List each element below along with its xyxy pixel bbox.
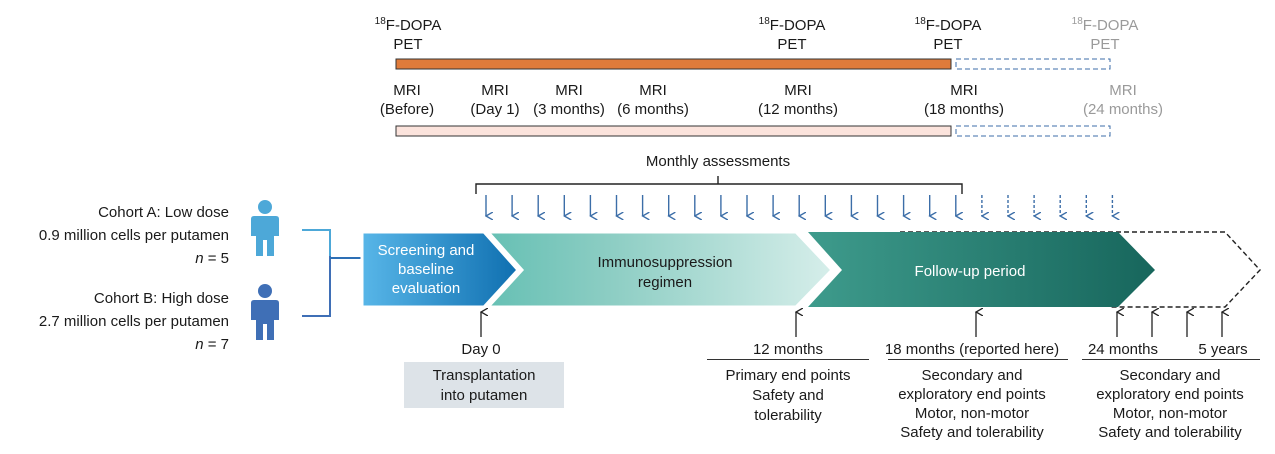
assessments-brace: [475, 176, 963, 194]
assessment-arrows: [486, 195, 1112, 216]
followup-phase-label: Follow-up period: [914, 263, 1026, 280]
mri-label-6-months: MRI(6 months): [617, 82, 689, 118]
followup-phase-arrow: [808, 232, 1155, 307]
mri-bar-extension: [955, 125, 1111, 137]
milestone-12-months-rule: [707, 359, 869, 360]
milestone-18-months-header: 18 months (reported here): [884, 341, 1060, 358]
mri-label-3-months: MRI(3 months): [533, 82, 605, 118]
cohort-a-description: Cohort A: Low dose 0.9 million cells per…: [38, 204, 229, 267]
mri-label-day1: MRI(Day 1): [470, 82, 520, 118]
milestone-5-years-header: 5 years: [1198, 341, 1248, 358]
screening-phase-arrow: [360, 230, 521, 309]
mri-label-12-months: MRI(12 months): [757, 82, 839, 118]
milestone-arrows: [481, 312, 1222, 337]
milestone-18-months-rule: [888, 359, 1068, 360]
day0-label: Day 0: [461, 341, 501, 358]
person-icon-cohort-a: [251, 200, 279, 256]
mri-label-24-months: MRI(24 months): [1082, 82, 1164, 118]
person-icon-cohort-b: [251, 284, 279, 340]
mri-bar: [395, 125, 952, 137]
milestone-24-months-header: 24 months: [1087, 341, 1159, 358]
milestone-24-months-rule: [1082, 359, 1260, 360]
immunosuppression-phase-arrow: [484, 230, 835, 309]
monthly-assessments-label: Monthly assessments: [645, 153, 791, 170]
mri-label-18-months: MRI(18 months): [923, 82, 1005, 118]
pet-bar-extension: [955, 58, 1111, 70]
pet-bar: [395, 58, 952, 70]
mri-label-before: MRI(Before): [379, 82, 435, 118]
cohort-connector: [302, 229, 362, 317]
cohort-b-description: Cohort B: High dose 2.7 million cells pe…: [38, 290, 229, 353]
milestone-12-months-header: 12 months: [752, 341, 824, 358]
